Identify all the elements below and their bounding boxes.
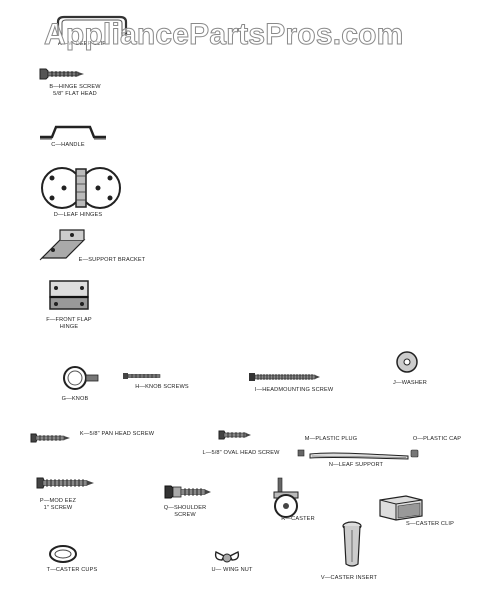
plastic-plug-icon xyxy=(297,449,305,457)
part-label-m: M—PLASTIC PLUG xyxy=(304,436,358,442)
part-label-a: A—M DEEP CLIP xyxy=(57,41,107,47)
caster-cup-icon xyxy=(49,545,77,563)
washer-icon xyxy=(396,351,418,373)
oval-head-screw-icon xyxy=(218,430,251,440)
part-label-v: V—CASTER INSERT xyxy=(320,575,378,581)
part-label-l: L—5/8" OVAL HEAD SCREW xyxy=(202,450,280,456)
leaf-hinge-icon xyxy=(41,167,121,209)
headmounting-screw-icon xyxy=(249,373,320,381)
part-label-f: F—FRONT FLAP HINGE xyxy=(46,317,92,330)
part-label-q: Q—SHOULDER SCREW xyxy=(163,505,207,518)
front-flap-hinge-icon xyxy=(49,280,89,310)
part-label-i: I—HEADMOUNTING SCREW xyxy=(254,387,334,393)
part-label-s: S—CASTER CLIP xyxy=(406,521,454,527)
part-label-h: H—KNOB SCREWS xyxy=(135,384,189,390)
part-label-u: U— WING NUT xyxy=(211,567,253,573)
caster-insert-icon xyxy=(342,521,362,567)
part-label-k: K—5/8" PAN HEAD SCREW xyxy=(79,431,155,437)
wing-nut-icon xyxy=(214,550,240,563)
deep-clip-icon xyxy=(56,15,128,36)
caster-icon xyxy=(273,477,299,518)
part-label-t: T—CASTER CUPS xyxy=(46,567,98,573)
part-label-b: B—HINGE SCREW 5/8" FLAT HEAD xyxy=(49,84,101,97)
part-label-j: J—WASHER xyxy=(393,380,427,386)
part-label-p: P—MOD EEZ 1" SCREW xyxy=(39,498,77,511)
caster-clip-icon xyxy=(379,495,423,521)
watermark: AppliancePartsPros.com xyxy=(44,18,404,52)
plastic-cap-icon xyxy=(410,449,419,458)
support-bracket-icon xyxy=(39,229,86,261)
part-label-r: R—CASTER xyxy=(281,516,315,522)
leaf-support-icon xyxy=(309,452,409,460)
hinge-screw-icon xyxy=(39,68,84,80)
shoulder-screw-icon xyxy=(164,485,211,499)
knob-icon xyxy=(63,366,99,390)
part-label-e: E—SUPPORT BRACKET xyxy=(78,257,146,263)
part-label-c: C—HANDLE xyxy=(51,142,85,148)
pan-head-screw-icon xyxy=(30,433,70,443)
part-label-o: O—PLASTIC CAP xyxy=(412,436,462,442)
part-label-n: N—LEAF SUPPORT xyxy=(328,462,384,468)
mod-eez-screw-icon xyxy=(36,477,94,489)
part-label-d: D—LEAF HINGES xyxy=(53,212,103,218)
knob-screw-icon xyxy=(123,373,161,379)
handle-icon xyxy=(40,125,106,140)
part-label-g: G—KNOB xyxy=(61,396,89,402)
